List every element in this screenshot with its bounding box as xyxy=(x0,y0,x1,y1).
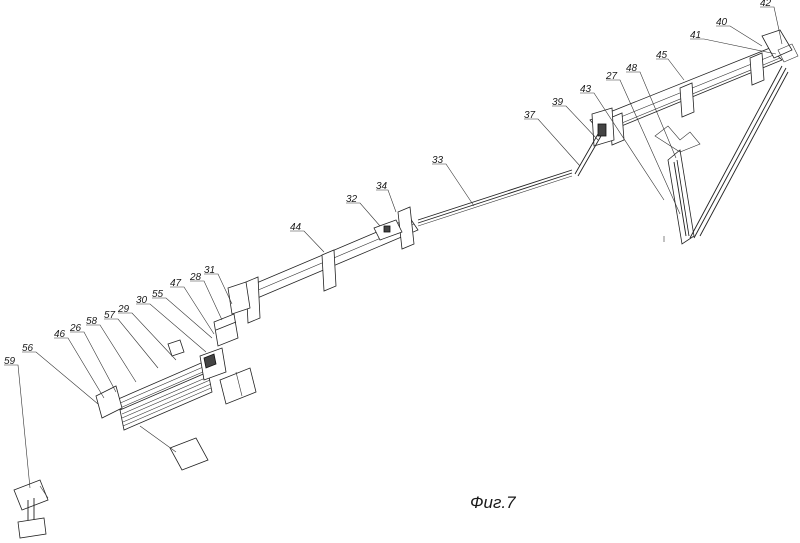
label-47: 47 xyxy=(170,278,182,289)
label-55: 55 xyxy=(152,289,164,300)
label-43: 43 xyxy=(580,84,592,95)
right-module xyxy=(574,29,799,245)
label-29: 29 xyxy=(117,304,130,315)
label-34: 34 xyxy=(376,181,388,192)
label-42: 42 xyxy=(760,0,772,9)
middle-module xyxy=(227,206,419,324)
label-32: 32 xyxy=(346,194,358,205)
label-59: 59 xyxy=(4,356,16,367)
label-28: 28 xyxy=(189,272,202,283)
figure-caption: Фиг.7 xyxy=(470,493,516,512)
long-rod xyxy=(417,169,573,227)
label-39: 39 xyxy=(552,97,564,108)
label-40: 40 xyxy=(716,17,728,28)
label-48: 48 xyxy=(626,63,638,74)
label-45: 45 xyxy=(656,50,668,61)
label-58: 58 xyxy=(86,316,98,327)
reference-numerals: 42 40 41 45 48 27 43 39 37 33 34 32 44 3… xyxy=(4,0,772,367)
label-56: 56 xyxy=(22,343,34,354)
label-31: 31 xyxy=(204,265,215,276)
leader-lines xyxy=(4,6,783,489)
label-27: 27 xyxy=(605,71,618,82)
stand xyxy=(13,479,49,539)
left-module xyxy=(95,313,257,471)
label-41: 41 xyxy=(690,30,701,41)
label-33: 33 xyxy=(432,155,444,166)
label-46: 46 xyxy=(54,329,66,340)
label-44: 44 xyxy=(290,222,302,233)
label-37: 37 xyxy=(524,110,536,121)
label-26: 26 xyxy=(69,323,82,334)
label-57: 57 xyxy=(104,310,116,321)
label-30: 30 xyxy=(136,295,148,306)
